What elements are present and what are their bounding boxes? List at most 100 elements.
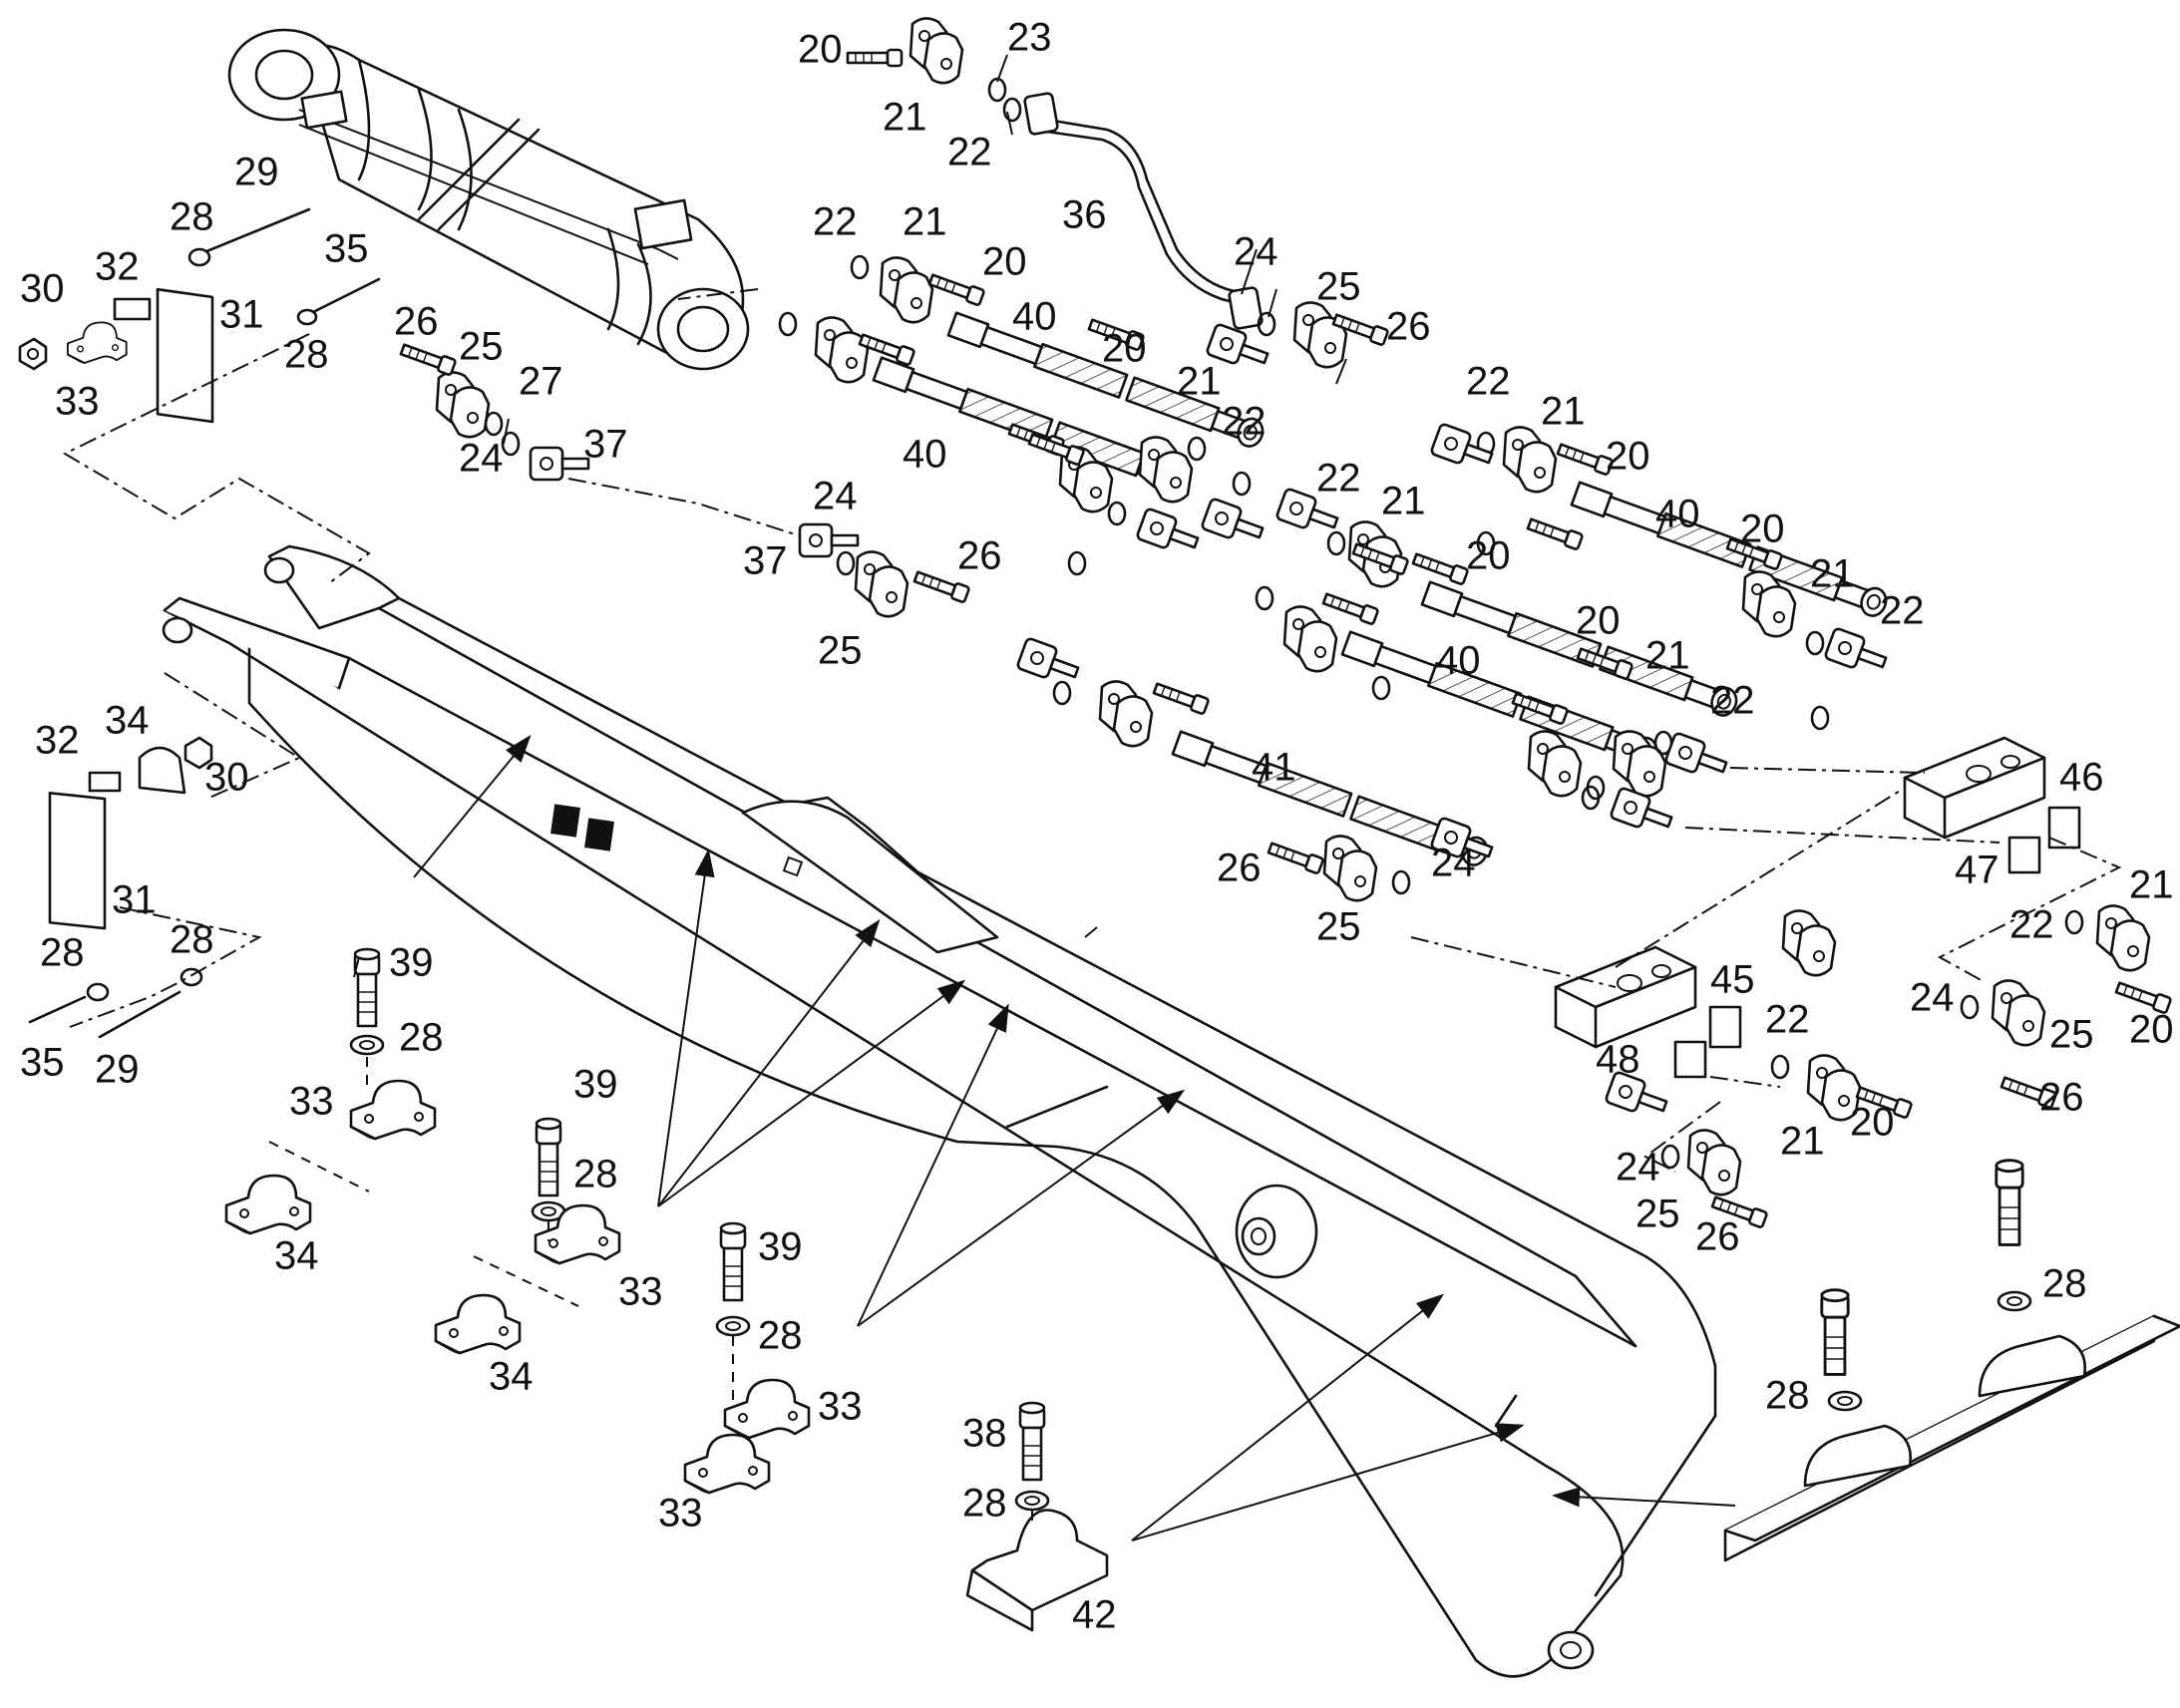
callout-22: 22 [1316,457,1361,501]
assembly-leaders [62,288,2122,1526]
callout-20: 20 [2129,1008,2174,1052]
callout-36: 36 [1062,193,1107,237]
callout-35: 35 [324,227,369,271]
locator-arrows [353,54,1736,1541]
callout-22: 22 [1710,679,1755,723]
hydraulic-cylinder [227,28,750,371]
callout-22: 22 [947,131,992,174]
callout-38: 38 [962,1412,1007,1456]
callout-39: 39 [389,941,434,985]
callout-28: 28 [962,1482,1007,1526]
callout-30: 30 [204,756,249,800]
callout-32: 32 [95,245,140,289]
callout-22: 22 [813,200,858,244]
callout-20: 20 [1102,327,1147,371]
callout-28: 28 [399,1016,444,1060]
clamp-stacks [224,947,1109,1632]
callout-26: 26 [1217,847,1262,890]
callout-33: 33 [55,380,100,424]
callout-33: 33 [658,1492,703,1536]
callout-26: 26 [1695,1215,1740,1259]
hydraulic-lines [398,17,2173,1229]
callout-23: 23 [1007,16,1052,60]
callout-31: 31 [219,293,264,337]
callout-20: 20 [1740,508,1785,551]
callout-21: 21 [903,200,947,244]
callout-41: 41 [1252,746,1296,790]
callout-27: 27 [519,360,563,404]
callout-21: 21 [1177,360,1222,404]
callout-28: 28 [1765,1374,1810,1418]
callout-33: 33 [818,1385,863,1429]
mounting-rail [1723,1159,2180,1562]
callout-39: 39 [573,1063,618,1107]
callout-48: 48 [1596,1038,1640,1082]
callout-26: 26 [957,534,1002,578]
callout-26: 26 [1386,305,1431,349]
callout-28: 28 [40,931,85,975]
callout-34: 34 [105,699,150,743]
callout-21: 21 [883,96,927,140]
callout-24: 24 [1616,1146,1660,1190]
callout-25: 25 [1635,1193,1680,1236]
callout-45: 45 [1710,958,1755,1002]
callout-24: 24 [459,437,504,481]
callout-28: 28 [2042,1262,2087,1306]
mounting-plate-lower [28,736,213,1039]
callout-21: 21 [1381,480,1426,523]
callout-33: 33 [289,1080,334,1124]
callout-20: 20 [798,28,843,72]
callout-20: 20 [1850,1101,1895,1145]
callout-40: 40 [1012,295,1057,339]
callout-21: 21 [1810,552,1855,596]
callout-37: 37 [583,423,628,467]
callout-22: 22 [1466,360,1511,404]
callout-25: 25 [1316,265,1361,309]
callout-25: 25 [2049,1013,2094,1057]
callout-22: 22 [1880,589,1925,633]
callout-46: 46 [2059,756,2104,800]
callout-30: 30 [20,267,65,311]
callout-29: 29 [234,151,279,194]
callout-28: 28 [284,333,329,377]
distributor-blocks [1554,736,2081,1079]
callout-28: 28 [170,918,214,962]
callout-24: 24 [1910,976,1955,1020]
callout-40: 40 [1655,493,1700,536]
callout-37: 37 [743,539,788,583]
callout-22: 22 [2009,903,2054,947]
callout-21: 21 [2129,863,2174,907]
callout-26: 26 [2039,1076,2084,1120]
callout-25: 25 [1316,905,1361,949]
callout-labels: 20 23 21 22 36 29 28 35 32 30 31 28 33 2… [20,16,2174,1637]
callout-20: 20 [982,240,1027,284]
callout-26: 26 [394,300,439,344]
mounting-plate-upper [18,207,381,424]
callout-22: 22 [1222,400,1267,444]
callout-25: 25 [459,325,504,369]
callout-40: 40 [1436,639,1481,683]
callout-35: 35 [20,1041,65,1085]
callout-28: 28 [758,1314,803,1358]
callout-24: 24 [813,475,858,518]
callout-20: 20 [1576,599,1621,643]
callout-39: 39 [758,1225,803,1269]
callout-47: 47 [1955,849,1999,892]
callout-24: 24 [1431,842,1476,885]
boom-arm [162,544,1717,1678]
callout-21: 21 [1780,1120,1825,1164]
callout-40: 40 [903,433,947,477]
callout-28: 28 [573,1153,618,1196]
callout-32: 32 [35,719,80,763]
callout-42: 42 [1072,1593,1117,1637]
callout-21: 21 [1645,634,1690,678]
callout-22: 22 [1765,998,1810,1042]
callout-33: 33 [618,1270,663,1314]
callout-28: 28 [170,195,214,239]
callout-20: 20 [1466,534,1511,578]
callout-29: 29 [95,1048,140,1092]
callout-21: 21 [1541,390,1586,434]
callout-34: 34 [489,1355,534,1399]
callout-24: 24 [1234,230,1278,274]
